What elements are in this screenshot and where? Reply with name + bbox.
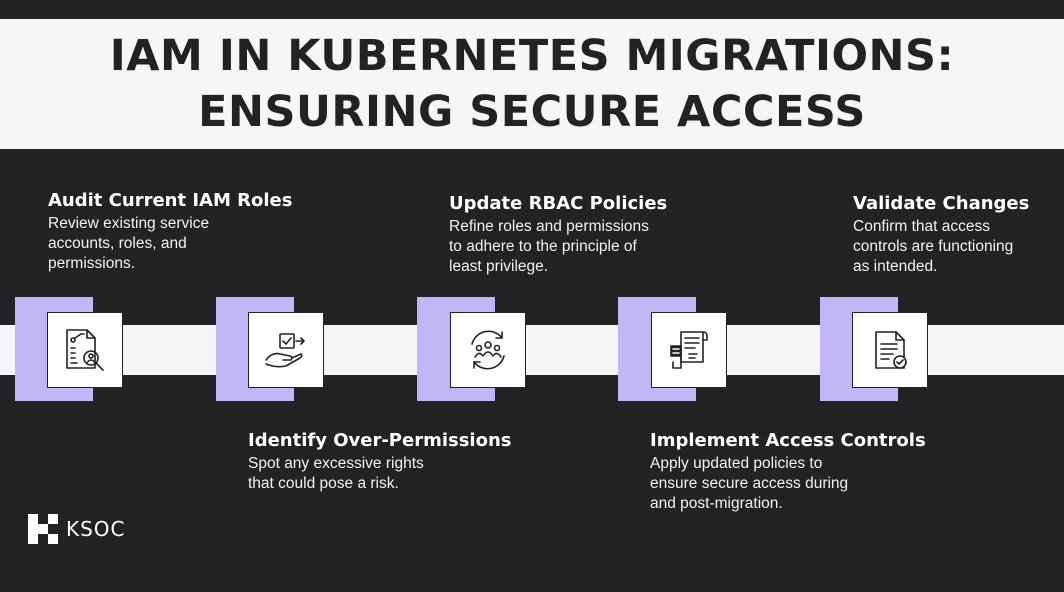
step-1-desc-line: accounts, roles, and [48, 235, 187, 252]
document-check-icon [875, 331, 907, 369]
title-band: IAM IN KUBERNETES MIGRATIONS: ENSURING S… [0, 19, 1064, 149]
step-5-desc-line: Confirm that access [853, 218, 990, 235]
step-3-desc-line: least privilege. [449, 258, 549, 275]
step-3-desc-line: to adhere to the principle of [449, 238, 637, 255]
policy-scroll-hand-icon [670, 331, 708, 369]
step-3-text: Update RBAC Policies Refine roles and pe… [449, 192, 667, 277]
document-audit-magnifier-icon [66, 329, 104, 371]
step-1-text: Audit Current IAM Roles Review existing … [48, 189, 292, 274]
step-2-title: Identify Over-Permissions [248, 430, 512, 451]
page-title-line-1: IAM IN KUBERNETES MIGRATIONS: [109, 31, 955, 81]
step-3-title: Update RBAC Policies [449, 193, 668, 214]
step-5-desc-line: controls are functioning [853, 238, 1014, 255]
step-4-title: Implement Access Controls [650, 430, 926, 451]
step-4-desc-line: and post-migration. [650, 495, 783, 512]
step-2-icon-box [248, 312, 324, 388]
step-1-description: Review existing service accounts, roles,… [48, 214, 292, 274]
ksoc-logo-icon [28, 514, 58, 544]
step-3-icon-box [450, 312, 526, 388]
top-bar [0, 0, 1064, 19]
step-4-description: Apply updated policies to ensure secure … [650, 454, 926, 514]
step-2-description: Spot any excessive rights that could pos… [248, 454, 512, 494]
step-2-text: Identify Over-Permissions Spot any exces… [248, 429, 512, 494]
step-1-desc-line: Review existing service [48, 215, 210, 232]
step-5-text: Validate Changes Confirm that access con… [853, 192, 1029, 277]
step-1-desc-line: permissions. [48, 255, 135, 272]
step-5-desc-line: as intended. [853, 258, 938, 275]
step-4-text: Implement Access Controls Apply updated … [650, 429, 926, 514]
step-5-title: Validate Changes [853, 193, 1030, 214]
step-1-title: Audit Current IAM Roles [48, 190, 293, 211]
step-4-icon-box [651, 312, 727, 388]
users-refresh-icon [471, 330, 505, 370]
step-5-icon-box [852, 312, 928, 388]
brand-name: KSOC [66, 517, 126, 541]
step-2-desc-line: that could pose a risk. [248, 475, 399, 492]
step-2-desc-line: Spot any excessive rights [248, 455, 424, 472]
step-4-desc-line: Apply updated policies to [650, 455, 823, 472]
brand: KSOC [28, 514, 126, 544]
hand-checklist-icon [265, 333, 305, 368]
page-title-line-2: ENSURING SECURE ACCESS [198, 87, 866, 137]
step-3-desc-line: Refine roles and permissions [449, 218, 649, 235]
step-3-description: Refine roles and permissions to adhere t… [449, 217, 667, 277]
step-4-desc-line: ensure secure access during [650, 475, 849, 492]
step-5-description: Confirm that access controls are functio… [853, 217, 1029, 277]
step-1-icon-box [47, 312, 123, 388]
